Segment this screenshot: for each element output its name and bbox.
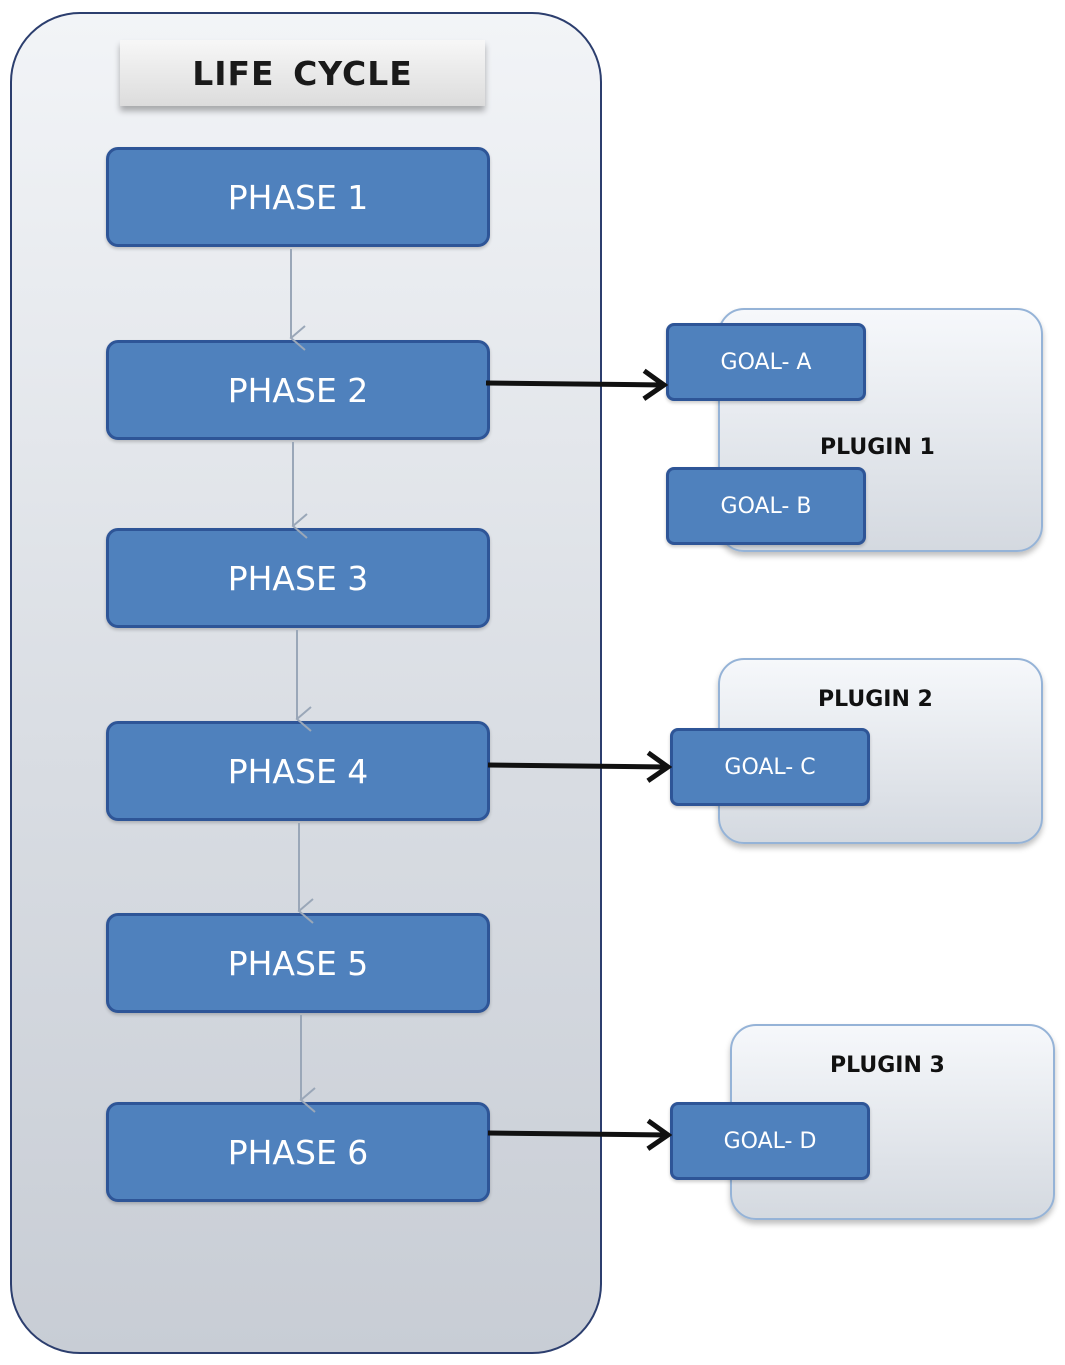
goal-c-box: GOAL- C	[670, 728, 870, 806]
phase-2-box: PHASE 2	[106, 340, 490, 440]
phase-3-box: PHASE 3	[106, 528, 490, 628]
lifecycle-title: LIFE CYCLE	[120, 40, 485, 106]
phase-4-box: PHASE 4	[106, 721, 490, 821]
phase-5-box: PHASE 5	[106, 913, 490, 1013]
binding-arrow-phase2-goal-a	[485, 383, 664, 385]
phase-1-box: PHASE 1	[106, 147, 490, 247]
goal-b-box: GOAL- B	[666, 467, 866, 545]
binding-arrow-phase4-goal-c	[487, 765, 668, 767]
plugin-1-label: PLUGIN 1	[820, 435, 935, 460]
binding-arrow-phase6-goal-d	[487, 1133, 668, 1135]
plugin-3-label: PLUGIN 3	[830, 1053, 945, 1078]
phase-6-box: PHASE 6	[106, 1102, 490, 1202]
goal-a-box: GOAL- A	[666, 323, 866, 401]
goal-d-box: GOAL- D	[670, 1102, 870, 1180]
plugin-2-label: PLUGIN 2	[818, 687, 933, 712]
